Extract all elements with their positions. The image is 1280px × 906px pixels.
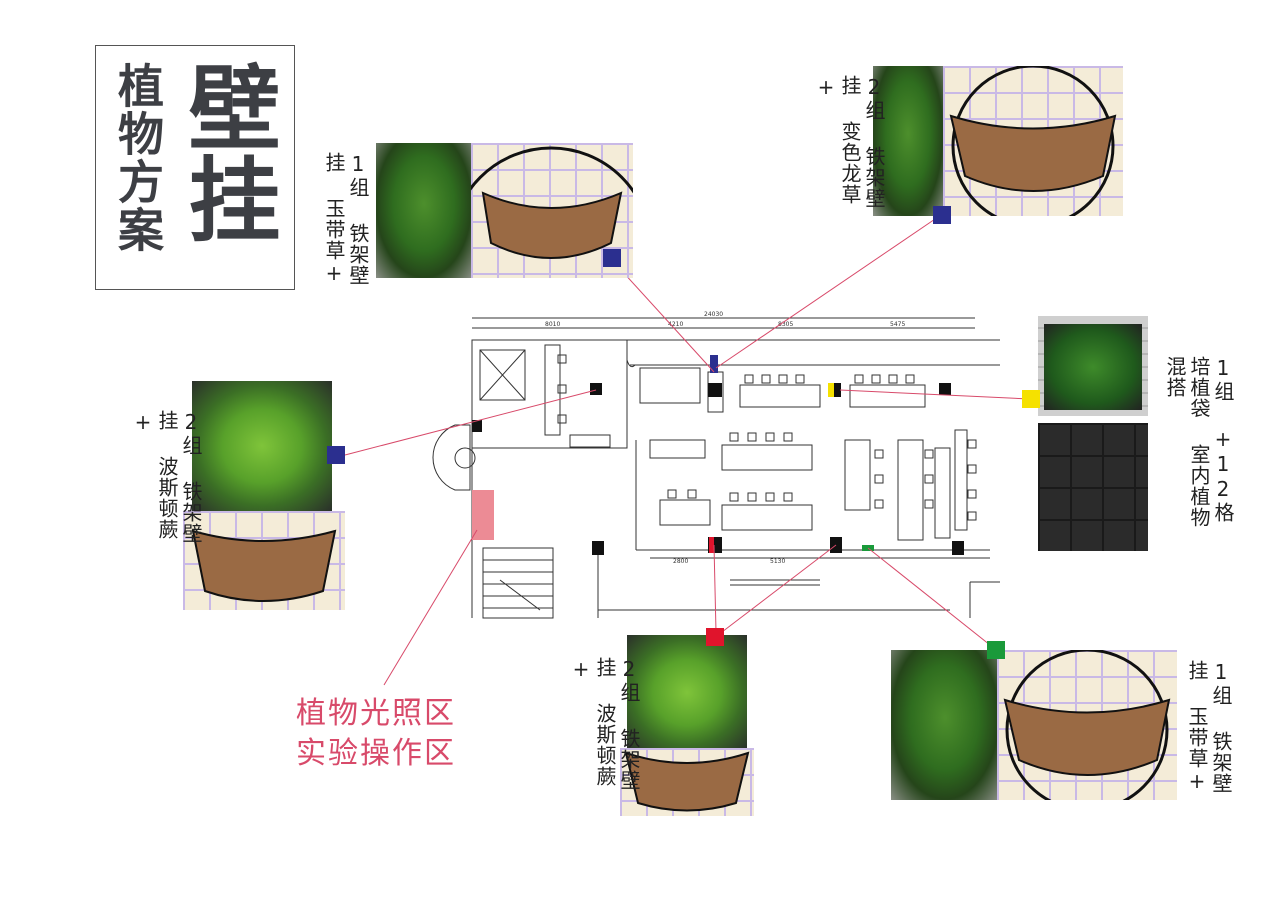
title-box [95, 45, 295, 290]
dim-d6: 5130 [770, 558, 785, 565]
hanging-basket-icon [471, 146, 633, 259]
label-top-left-count: 1组 [346, 152, 370, 198]
dim-d2: 4210 [668, 321, 683, 328]
label-right-line1: 室内植物混搭 [1163, 356, 1211, 528]
label-top-right-line2: 铁架壁挂 [838, 75, 886, 209]
marker-blue-left [327, 446, 345, 464]
label-top-left-line2: 铁架壁挂 [322, 152, 370, 286]
basket-photo-top-right [943, 66, 1123, 216]
dim-d3: 8305 [778, 321, 793, 328]
label-top-left-line1: 玉带草+ [322, 198, 346, 286]
label-bottom-right: 1组 铁架壁挂 玉带草+ [1185, 660, 1233, 810]
marker-green-bottom-right [987, 641, 1005, 659]
marker-red-bottom [706, 628, 724, 646]
dim-d1: 8010 [545, 321, 560, 328]
dim-d5: 2800 [673, 558, 688, 565]
zone-label: 植物光照区 实验操作区 [296, 694, 456, 774]
fern-photo-bottom [627, 635, 747, 750]
hanging-basket-icon [949, 66, 1117, 216]
hanging-basket-icon [1003, 650, 1171, 800]
marker-blue-top-right [933, 206, 951, 224]
label-bottom-right-count: 1组 [1209, 660, 1233, 706]
marker-yellow-right [1022, 390, 1040, 408]
title-main: 壁挂 [173, 60, 280, 244]
fern-photo-left [192, 381, 332, 511]
plant-photo-bottom-right [891, 650, 999, 800]
hanging-basket-icon [624, 751, 750, 812]
label-bottom-center-line1: 波斯顿蕨+ [569, 657, 617, 787]
label-bottom-right-line1: 玉带草+ [1185, 706, 1209, 794]
title-subtitle: 植物方案 [111, 62, 165, 254]
dim-d4: 5475 [890, 321, 905, 328]
label-left-line1: 波斯顿蕨+ [131, 410, 179, 540]
label-right-count: 1组 [1211, 356, 1235, 402]
label-top-right-count: 2组 [862, 75, 886, 121]
basket-photo-top-left [471, 143, 633, 278]
plant-photo-top-left [376, 143, 472, 278]
label-bottom-center-count: 2组 [617, 657, 641, 703]
basket-photo-bottom [620, 748, 754, 816]
zone-label-line2: 实验操作区 [296, 736, 456, 771]
basket-photo-bottom-right [997, 650, 1177, 800]
label-left-line2: 铁架壁挂 [155, 410, 203, 544]
label-top-right: 2组 铁架壁挂 变色龙草+ [814, 75, 886, 225]
mixed-plant-photo-right [1038, 316, 1148, 416]
zone-label-line1: 植物光照区 [296, 696, 456, 731]
basket-photo-left [183, 511, 345, 610]
label-left-count: 2组 [179, 410, 203, 456]
lighting-zone-rect [472, 490, 494, 540]
label-bottom-center: 2组 铁架壁挂 波斯顿蕨+ [569, 657, 641, 807]
dim-total: 24030 [704, 311, 723, 318]
label-top-left: 1组 铁架壁挂 玉带草+ [322, 152, 370, 302]
label-top-right-line1: 变色龙草+ [814, 75, 862, 205]
label-right-line2: +12格培植袋 [1187, 356, 1235, 523]
marker-blue-top-left [603, 249, 621, 267]
label-left: 2组 铁架壁挂 波斯顿蕨+ [131, 410, 203, 560]
label-right: 1组 +12格培植袋 室内植物混搭 [1163, 356, 1235, 536]
planting-bag-photo-right [1038, 423, 1148, 551]
label-bottom-right-line2: 铁架壁挂 [1185, 660, 1233, 794]
hanging-basket-icon [191, 529, 337, 602]
plant-photo-top-right [873, 66, 943, 216]
label-bottom-center-line2: 铁架壁挂 [593, 657, 641, 791]
